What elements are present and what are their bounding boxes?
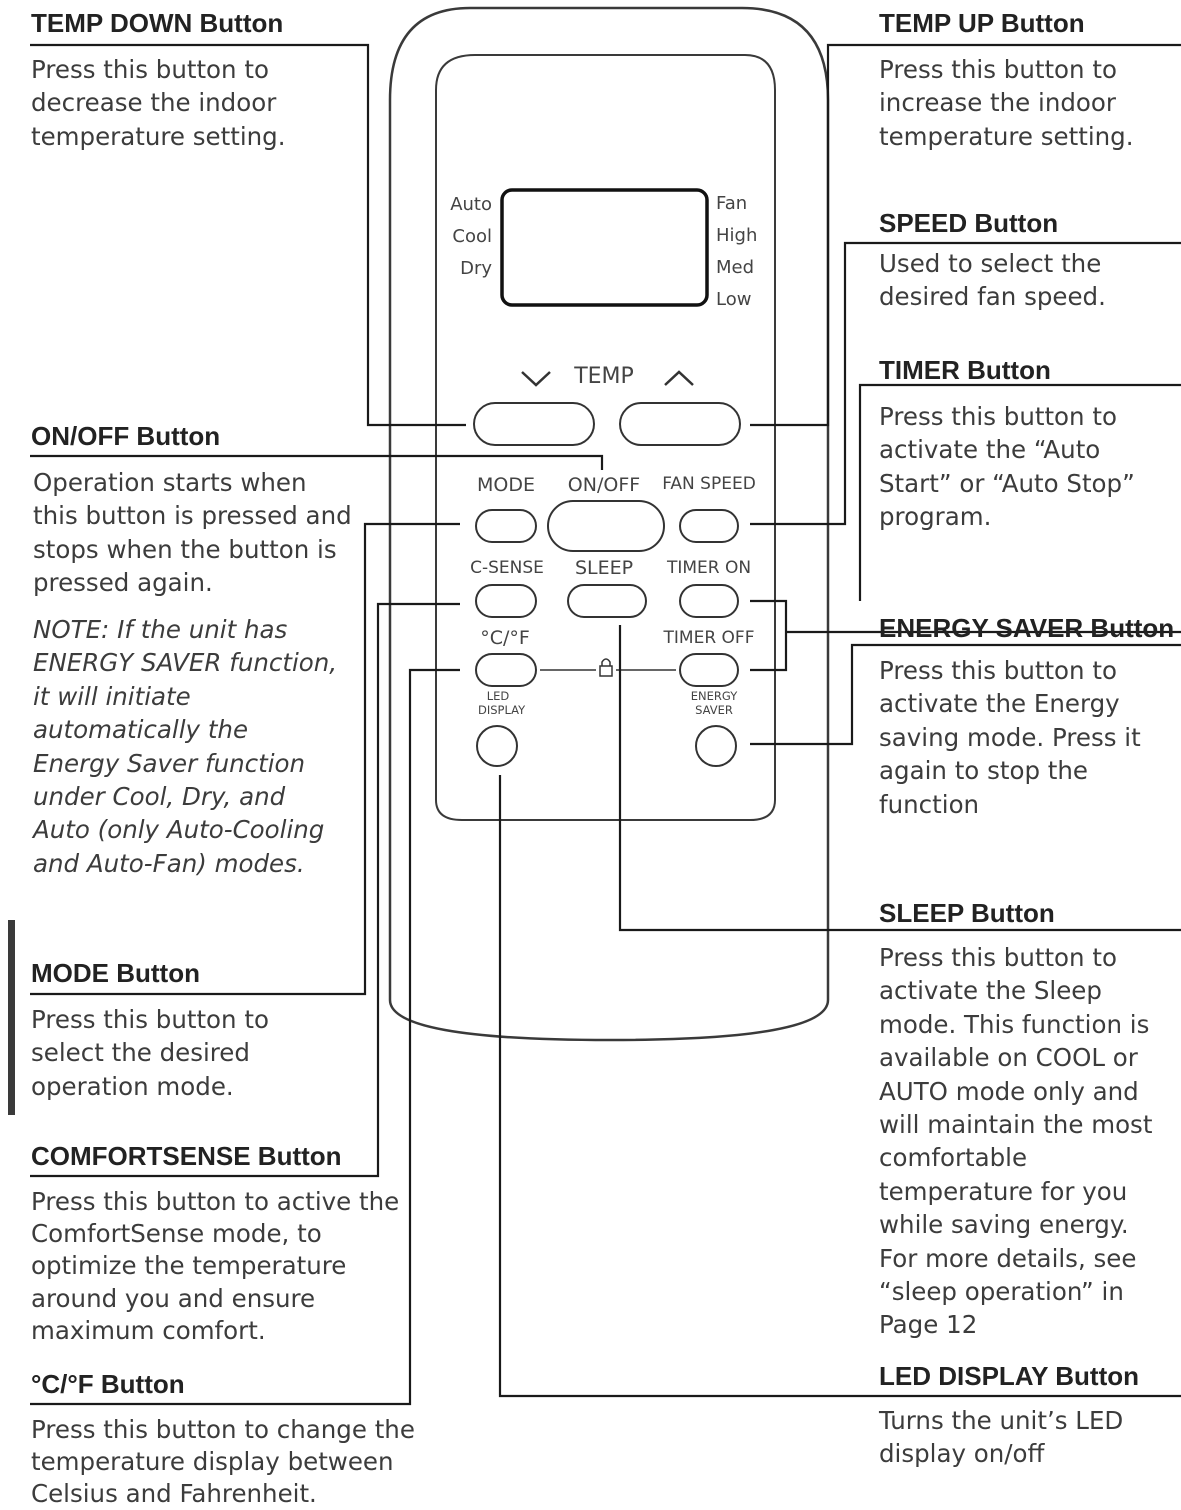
csense-button[interactable] xyxy=(476,585,536,617)
temp-down-title: TEMP DOWN Button xyxy=(31,8,284,38)
speed-title: SPEED Button xyxy=(879,208,1059,238)
onoff-note: NOTE: If the unit has ENERGY SAVER funct… xyxy=(33,615,338,878)
energy-saver-desc: Press this button to activate the Energy… xyxy=(879,656,1141,819)
onoff-label: ON/OFF xyxy=(567,474,641,496)
display-label-high: High xyxy=(716,225,758,246)
temp-label: TEMP xyxy=(574,364,634,389)
timer-off-label: TIMER OFF xyxy=(663,628,755,648)
cf-btn-shape xyxy=(475,653,537,687)
display-label-low: Low xyxy=(716,289,752,310)
temp-down-button[interactable] xyxy=(474,403,594,445)
csense-btn-shape xyxy=(475,584,537,618)
display-label-cool: Cool xyxy=(452,226,492,247)
mode-desc: Press this button to select the desired … xyxy=(31,1005,269,1101)
sleep-button[interactable] xyxy=(568,585,646,617)
timeron-btn-shape xyxy=(679,584,739,618)
csense-label: C-SENSE xyxy=(470,558,544,578)
timeroff-btn-shape xyxy=(679,653,739,687)
cf-title: °C/°F Button xyxy=(31,1369,185,1399)
sleep-btn-shape xyxy=(567,584,647,618)
display-label-med: Med xyxy=(716,257,755,278)
led-display-title: LED DISPLAY Button xyxy=(879,1361,1140,1391)
temp-down-btn-shape xyxy=(473,402,595,446)
cf-label: °C/°F xyxy=(480,627,530,649)
cf-desc: Press this button to change the temperat… xyxy=(31,1415,415,1508)
sleep-desc: Press this button to activate the Sleep … xyxy=(879,943,1153,1340)
temp-up-button[interactable] xyxy=(620,403,740,445)
sleep-title: SLEEP Button xyxy=(879,898,1055,928)
led-display-button[interactable] xyxy=(477,726,517,766)
energy-btn-shape xyxy=(695,725,737,767)
lock-icon xyxy=(599,658,613,677)
fanspeed-btn-shape xyxy=(679,509,739,543)
led-btn-shape xyxy=(476,725,518,767)
mode-button[interactable] xyxy=(476,510,536,542)
sleep-label: SLEEP xyxy=(574,557,634,579)
timer-off-button[interactable] xyxy=(680,654,738,686)
onoff-btn-shape xyxy=(547,500,665,552)
timer-title: TIMER Button xyxy=(879,355,1051,385)
temp-up-title: TEMP UP Button xyxy=(879,8,1085,38)
temp-down-desc: Press this button to decrease the indoor… xyxy=(31,55,286,151)
onoff-desc: Operation starts when this button is pre… xyxy=(33,468,352,598)
display-fan-labels: Fan High Med Low xyxy=(716,188,776,316)
timer-on-button[interactable] xyxy=(680,585,738,617)
mode-label: MODE xyxy=(477,474,535,496)
chevron-up-icon xyxy=(664,370,694,386)
fan-speed-label: FAN SPEED xyxy=(662,474,756,494)
energy-saver-button[interactable] xyxy=(696,726,736,766)
mode-btn-shape xyxy=(475,509,537,543)
speed-desc: Used to select the desired fan speed. xyxy=(879,249,1106,312)
remote-outer-outline xyxy=(388,6,830,1042)
temp-up-desc: Press this button to increase the indoor… xyxy=(879,55,1134,151)
display-label-dry: Dry xyxy=(460,258,492,279)
comfortsense-title: COMFORTSENSE Button xyxy=(31,1141,342,1171)
cf-button[interactable] xyxy=(476,654,536,686)
lcd-display xyxy=(500,188,709,307)
temp-up-btn-shape xyxy=(619,402,741,446)
mode-title: MODE Button xyxy=(31,958,200,988)
timer-on-label: TIMER ON xyxy=(666,558,752,578)
onoff-button[interactable] xyxy=(548,501,664,551)
margin-bar xyxy=(8,920,15,1115)
energy-saver-title: ENERGY SAVER Button xyxy=(879,613,1175,643)
comfortsense-desc: Press this button to active the ComfortS… xyxy=(31,1187,400,1345)
timer-desc: Press this button to activate the “Auto … xyxy=(879,402,1135,532)
energy-saver-label: ENERGY SAVER xyxy=(690,689,738,717)
display-mode-labels: Auto Cool Dry xyxy=(440,189,492,285)
chevron-down-icon xyxy=(521,371,551,387)
remote-inner-face xyxy=(435,54,776,821)
display-label-auto: Auto xyxy=(450,194,492,215)
led-display-desc: Turns the unit’s LED display on/off xyxy=(879,1406,1124,1469)
onoff-title: ON/OFF Button xyxy=(31,421,221,451)
fan-speed-button[interactable] xyxy=(680,510,738,542)
display-label-fan: Fan xyxy=(716,193,748,214)
led-display-label: LED DISPLAY xyxy=(478,689,526,717)
